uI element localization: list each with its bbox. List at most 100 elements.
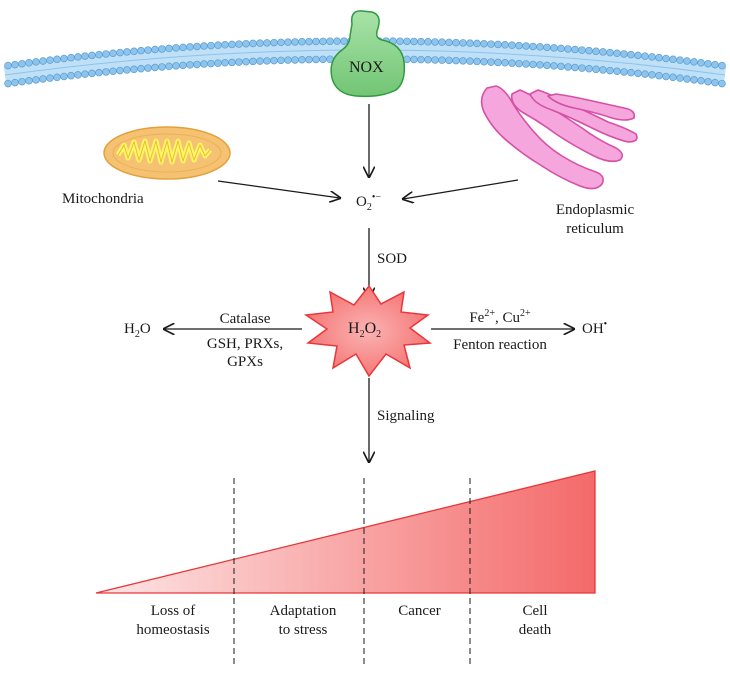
phospholipid-head	[221, 59, 229, 67]
phospholipid-head	[480, 57, 488, 66]
phospholipid-head	[123, 48, 131, 56]
phospholipid-head	[473, 57, 481, 66]
phospholipid-head	[606, 48, 614, 57]
phospholipid-head	[480, 39, 488, 48]
outcome-line1: Adaptation	[269, 603, 337, 619]
h2o2-sub2: 2	[376, 329, 382, 341]
phospholipid-head	[641, 52, 649, 60]
phospholipid-head	[109, 67, 117, 75]
phospholipid-head	[431, 56, 439, 64]
phospholipid-head	[53, 73, 61, 82]
phospholipid-head	[165, 44, 173, 53]
phospholipid-head	[557, 44, 565, 53]
phospholipid-head	[18, 59, 26, 68]
phospholipid-head	[613, 49, 621, 57]
water-label: H2O	[124, 320, 151, 340]
phospholipid-head	[578, 64, 586, 72]
phospholipid-head	[438, 38, 446, 46]
phospholipid-head	[291, 38, 299, 46]
superoxide-sup: •−	[371, 192, 381, 203]
hydroxyl-label: OH•	[582, 320, 607, 338]
phospholipid-head	[697, 59, 705, 67]
phospholipid-head	[67, 53, 75, 62]
phospholipid-head	[410, 37, 418, 46]
phospholipid-head	[655, 53, 663, 62]
outcome-cell-death: Cell death	[490, 602, 580, 640]
phospholipid-head	[690, 76, 698, 84]
oxidative-stress-wedge	[95, 470, 596, 594]
phospholipid-head	[221, 41, 229, 49]
phospholipid-head	[662, 72, 670, 81]
h2o2-sub1: 2	[359, 329, 365, 341]
phospholipid-head	[662, 54, 670, 63]
phospholipid-head	[669, 73, 677, 82]
phospholipid-head	[277, 38, 285, 47]
phospholipid-head	[459, 57, 467, 65]
phospholipid-head	[550, 62, 558, 70]
h2o2-label: H2O2	[348, 320, 382, 341]
h2o2-burst-shape	[303, 284, 433, 378]
fenton-label: Fenton reaction	[453, 337, 547, 353]
phospholipid-head	[256, 57, 264, 65]
h2o2-h: H	[348, 320, 360, 337]
phospholipid-head	[536, 43, 544, 51]
phospholipid-head	[564, 45, 572, 53]
phospholipid-head	[298, 38, 306, 46]
phospholipid-head	[312, 37, 320, 46]
phospholipid-head	[53, 55, 61, 64]
hydroxyl-base: OH	[582, 321, 604, 337]
water-o: O	[139, 321, 151, 337]
phospholipid-head	[515, 41, 523, 50]
phospholipid-head	[277, 56, 285, 65]
phospholipid-head	[207, 59, 215, 68]
signaling-label: Signaling	[377, 408, 435, 424]
fe-charge: 2+	[484, 308, 495, 319]
phospholipid-head	[697, 77, 705, 85]
phospholipid-head	[704, 77, 712, 86]
phospholipid-head	[25, 59, 33, 67]
phospholipid-head	[634, 69, 642, 78]
phospholipid-head	[403, 37, 411, 46]
superoxide-base: O	[356, 194, 367, 210]
phospholipid-head	[711, 60, 719, 69]
phospholipid-head	[599, 48, 607, 56]
phospholipid-head	[620, 68, 628, 76]
phospholipid-head	[214, 59, 222, 67]
h2o2-o: O	[364, 320, 377, 337]
phospholipid-head	[445, 38, 453, 47]
phospholipid-head	[634, 51, 642, 60]
phospholipid-head	[39, 75, 47, 83]
phospholipid-head	[613, 67, 621, 75]
phospholipid-head	[473, 39, 481, 48]
cu-ion: Cu	[502, 310, 520, 326]
phospholipid-head	[466, 57, 474, 65]
phospholipid-head	[172, 62, 180, 70]
phospholipid-head	[102, 68, 110, 76]
phospholipid-head	[60, 54, 68, 63]
phospholipid-head	[452, 56, 460, 65]
phospholipid-head	[606, 66, 614, 75]
water-sub: 2	[134, 329, 140, 340]
outcome-line1: Loss of	[150, 603, 196, 619]
metal-ions-label: Fe2+, Cu2+	[440, 309, 560, 327]
phospholipid-head	[319, 37, 327, 46]
phospholipid-head	[172, 44, 180, 52]
phospholipid-head	[207, 41, 215, 50]
phospholipid-head	[249, 39, 257, 48]
phospholipid-head	[291, 56, 299, 64]
phospholipid-head	[326, 37, 334, 45]
phospholipid-head	[529, 60, 537, 69]
phospholipid-head	[305, 37, 313, 46]
phospholipid-head	[228, 40, 236, 49]
phospholipid-head	[242, 39, 250, 48]
phospholipid-head	[186, 43, 194, 51]
phospholipid-head	[578, 46, 586, 54]
phospholipid-head	[109, 49, 117, 57]
phospholipid-head	[116, 66, 124, 75]
phospholipid-head	[592, 65, 600, 74]
phospholipid-head	[333, 37, 341, 45]
phospholipid-head	[144, 64, 152, 72]
phospholipid-head	[648, 71, 656, 79]
phospholipid-head	[340, 37, 348, 45]
